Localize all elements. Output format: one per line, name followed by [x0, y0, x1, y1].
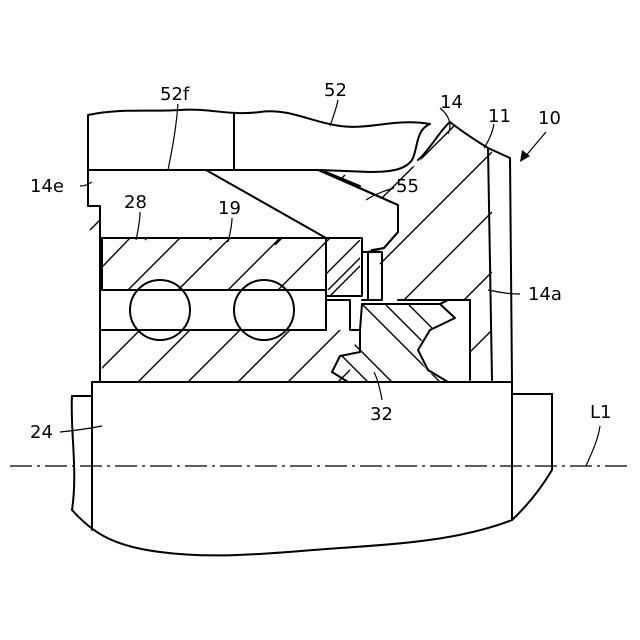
leader-52f: [168, 104, 178, 170]
leader-11: [484, 124, 494, 148]
label-28: 28: [124, 192, 147, 213]
shaft-24: [72, 382, 552, 555]
leader-28: [136, 212, 140, 240]
label-52: 52: [324, 80, 347, 101]
reference-labels: 52f 52 14 11 10 14e 28 19 55 14a 24 32 L…: [30, 80, 611, 443]
label-52f: 52f: [160, 84, 190, 105]
label-32: 32: [370, 404, 393, 425]
label-55: 55: [396, 176, 419, 197]
outer-race-hatching: [80, 238, 380, 290]
leader-24: [60, 426, 102, 432]
leader-lines: [60, 100, 600, 466]
inner-race: [88, 300, 390, 382]
spacer-ring: [326, 238, 382, 300]
leader-32: [374, 372, 382, 400]
leader-L1: [586, 426, 600, 466]
leader-14e: [80, 182, 92, 186]
outer-race-28: [80, 238, 380, 290]
label-10: 10: [538, 108, 561, 129]
member-52: [88, 110, 430, 172]
housing-14: [88, 122, 492, 382]
leader-14a: [488, 290, 520, 294]
label-24: 24: [30, 422, 53, 443]
seal-32: [340, 300, 486, 382]
label-14a: 14a: [528, 284, 562, 305]
label-11: 11: [488, 106, 511, 127]
label-14e: 14e: [30, 176, 64, 197]
label-L1: L1: [590, 402, 611, 423]
label-19: 19: [218, 198, 241, 219]
label-14: 14: [440, 92, 463, 113]
leader-52: [330, 100, 338, 126]
